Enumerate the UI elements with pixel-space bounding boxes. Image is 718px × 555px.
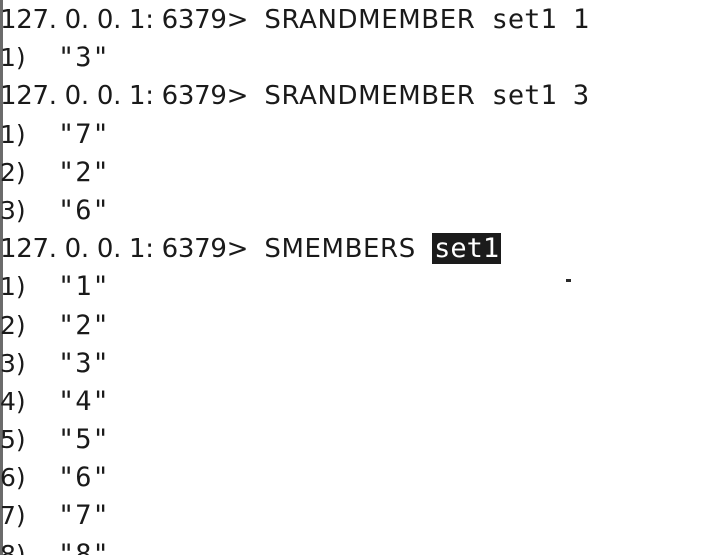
- result-value: "4": [58, 385, 110, 417]
- result-index: 5): [0, 425, 26, 455]
- result-value: "6": [58, 194, 110, 226]
- prompt-text: 127. 0. 0. 1: 6379>: [0, 234, 249, 265]
- result-value: "1": [58, 271, 110, 303]
- result-line: 8) "8": [0, 536, 718, 555]
- prompt-text: 127. 0. 0. 1: 6379>: [0, 5, 249, 35]
- result-line: 5) "5": [0, 421, 718, 459]
- result-index: 4): [0, 386, 26, 416]
- result-index: 3): [0, 348, 26, 378]
- command-line[interactable]: 127. 0. 0. 1: 6379> SRANDMEMBER set1 1: [0, 1, 718, 39]
- prompt-text: 127. 0. 0. 1: 6379>: [0, 81, 249, 112]
- result-index: 1): [0, 119, 26, 149]
- result-line: 1) "7": [0, 116, 718, 154]
- result-line: 2) "2": [0, 307, 718, 345]
- result-line: 1) "1": [0, 268, 718, 306]
- result-value: "3": [58, 42, 110, 74]
- result-line: 6) "6": [0, 459, 718, 497]
- result-line: 3) "6": [0, 192, 718, 230]
- result-value: "2": [58, 156, 110, 188]
- result-index: 6): [0, 463, 26, 493]
- command-args: set1 1: [491, 4, 590, 35]
- window-left-border: [0, 0, 3, 555]
- result-index: 8): [0, 539, 26, 555]
- result-index: 2): [0, 157, 26, 187]
- result-value: "8": [58, 538, 110, 555]
- result-line: 3) "3": [0, 345, 718, 383]
- command-name: SRANDMEMBER: [264, 5, 476, 35]
- result-line: 1) "3": [0, 39, 718, 77]
- command-line[interactable]: 127. 0. 0. 1: 6379> SRANDMEMBER set1 3: [0, 77, 718, 115]
- result-value: "7": [58, 500, 110, 532]
- command-args: set1 3: [491, 80, 590, 112]
- result-line: 2) "2": [0, 154, 718, 192]
- result-index: 7): [0, 501, 26, 531]
- command-name: SMEMBERS: [264, 234, 416, 265]
- result-index: 1): [0, 272, 26, 302]
- result-index: 2): [0, 310, 26, 340]
- result-value: "3": [58, 347, 110, 379]
- result-value: "6": [58, 462, 110, 494]
- result-index: 1): [0, 43, 26, 73]
- result-value: "5": [58, 424, 110, 456]
- result-line: 7) "7": [0, 497, 718, 535]
- selected-command-args: set1: [432, 233, 502, 265]
- mouse-cursor-icon: [566, 279, 571, 282]
- result-index: 3): [0, 195, 26, 225]
- result-value: "7": [58, 118, 110, 150]
- command-line[interactable]: 127. 0. 0. 1: 6379> SMEMBERS set1: [0, 230, 718, 268]
- result-value: "2": [58, 309, 110, 341]
- result-line: 4) "4": [0, 383, 718, 421]
- command-name: SRANDMEMBER: [264, 81, 476, 112]
